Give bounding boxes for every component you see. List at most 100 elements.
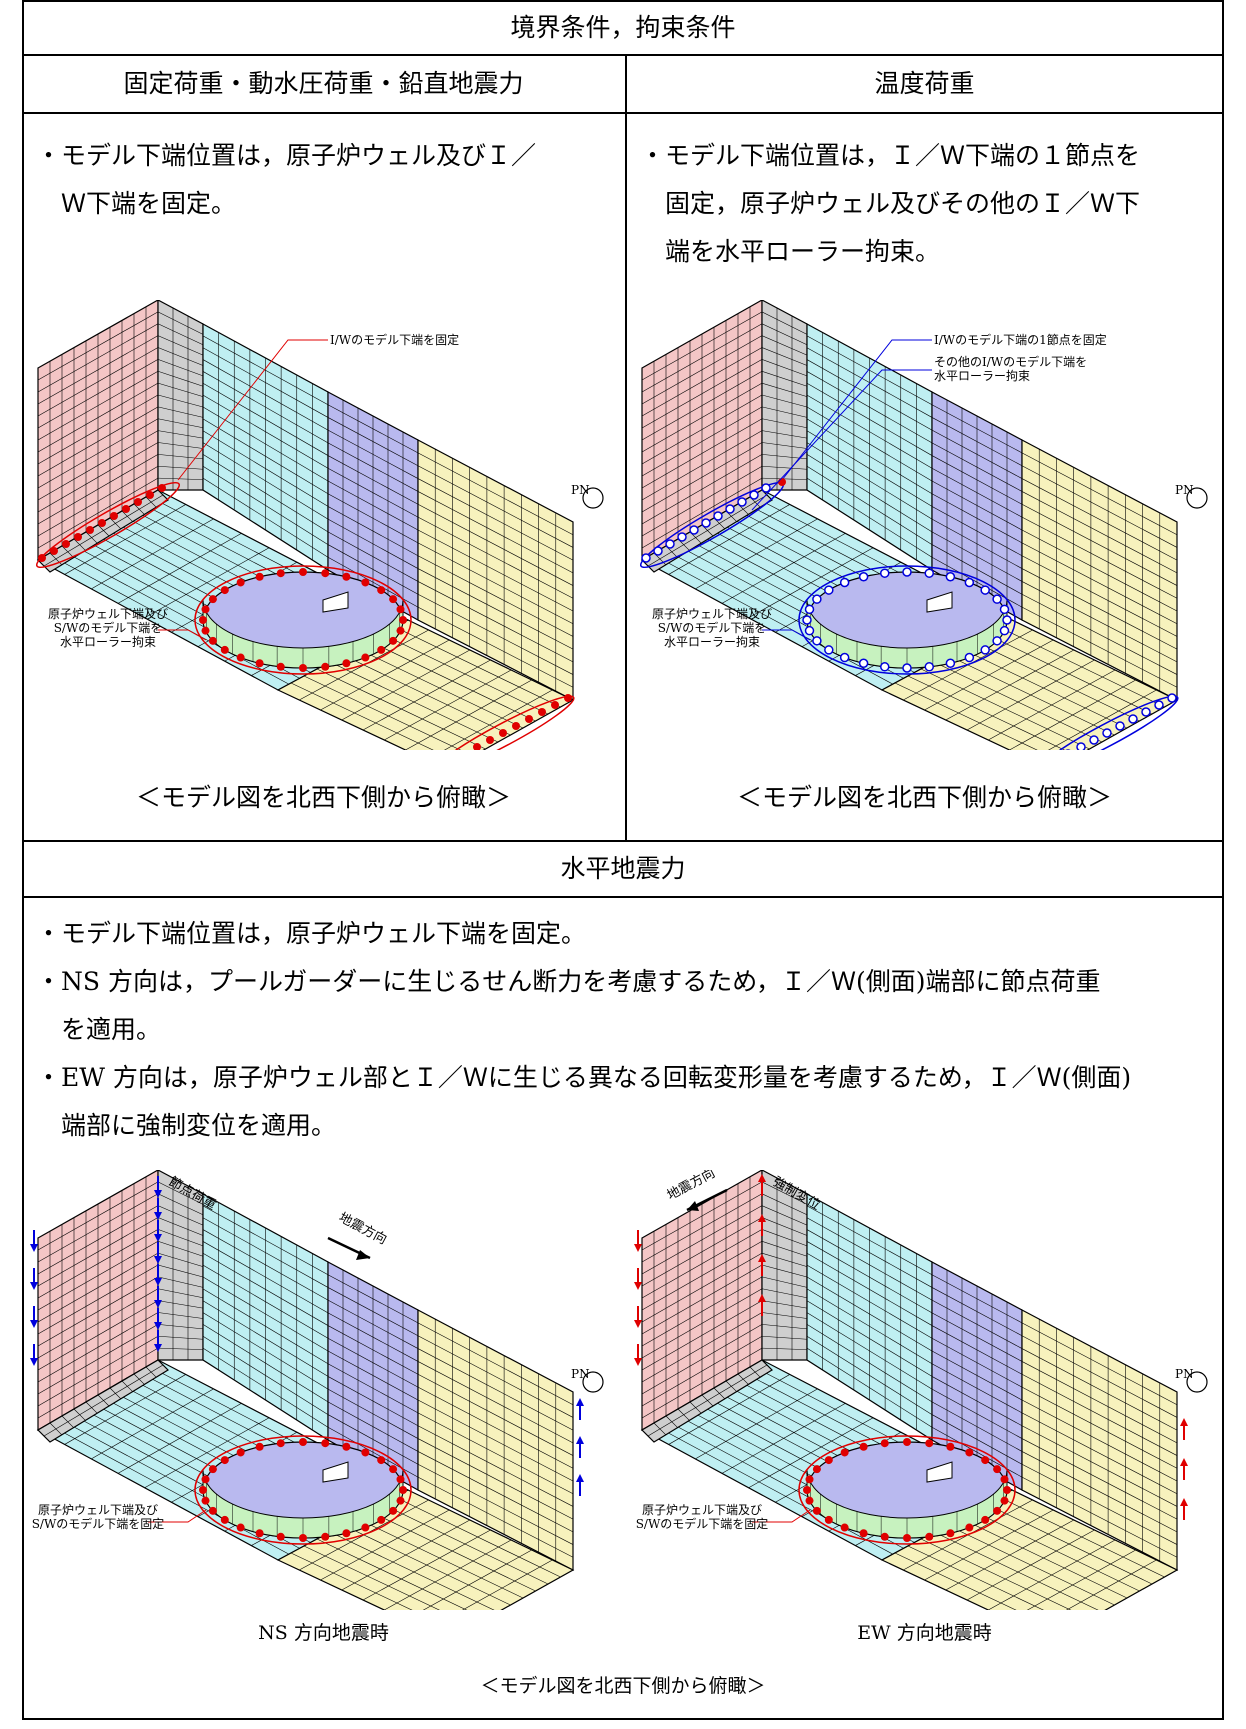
- direction-arrow-head: [356, 1250, 370, 1260]
- well-ring-node: [879, 662, 890, 672]
- well-ring-node: [208, 1506, 217, 1515]
- ew-caption: EW 方向地震時: [857, 1622, 992, 1644]
- right-edge-node: [1115, 721, 1125, 731]
- left-edge-node: [98, 519, 106, 527]
- direction-arrow-head: [687, 1201, 699, 1211]
- annot-leader-mid: [751, 369, 932, 511]
- well-ring-node: [321, 662, 330, 671]
- bottom-bullet-line-5: 端部に強制変位を適用。: [36, 1111, 337, 1140]
- right-edge-node: [473, 743, 481, 750]
- right-edge-node: [551, 701, 559, 709]
- right-edge-node: [486, 736, 494, 744]
- well-ring-node: [802, 615, 812, 625]
- right-edge-node: [1076, 742, 1086, 750]
- well-ring-node: [859, 1442, 868, 1451]
- right-edge-node: [499, 729, 507, 737]
- well-ring-node: [201, 626, 210, 635]
- disp-arrow-left-head: [634, 1320, 642, 1328]
- well-ring-node: [389, 1506, 398, 1515]
- well-ring-node: [299, 1534, 307, 1542]
- right-bullet-line-1: ・モデル下端位置は，Ｉ／Ｗ下端の１節点を: [640, 141, 1141, 170]
- pn-compass: [582, 487, 604, 509]
- well-ring-node: [321, 1439, 330, 1448]
- wall-pink: [641, 1170, 763, 1432]
- well-ring-node: [824, 1456, 833, 1465]
- well-ring-node: [803, 1486, 811, 1494]
- well-ring-node: [255, 1442, 264, 1451]
- well-ring-node: [824, 645, 834, 655]
- bottom-bullet-line-2: ・NS 方向は，プールガーダーに生じるせん断力を考慮するため，Ｉ／Ｗ(側面)端部…: [36, 967, 1101, 996]
- well-ring-node: [859, 1529, 868, 1538]
- well-ring-node: [342, 572, 351, 581]
- well-ring-node: [276, 662, 285, 671]
- left-edge-node: [62, 540, 70, 548]
- well-ring-node: [858, 658, 869, 668]
- well-ring-node: [992, 636, 1002, 646]
- bottom-bullets: ・モデル下端位置は，原子炉ウェル下端を固定。 ・NS 方向は，プールガーダーに生…: [36, 910, 1216, 1150]
- load-arrow-column-head: [154, 1190, 162, 1198]
- right-edge-node: [512, 722, 520, 730]
- left-edge-loop: [35, 481, 181, 569]
- well-ring-node: [220, 1456, 229, 1465]
- annot-mid-1: その他のI/Wのモデル下端を: [934, 354, 1087, 369]
- load-arrow-column-head: [154, 1256, 162, 1264]
- disp-arrow-right-head: [1180, 1458, 1188, 1466]
- left-edge-node: [749, 490, 759, 500]
- well-opening: [322, 591, 349, 613]
- left-edge-node: [110, 512, 118, 520]
- well-ring-node: [236, 1448, 245, 1457]
- well-ring-node: [925, 1532, 934, 1541]
- well-ring-node: [389, 636, 398, 645]
- left-edge-node: [665, 539, 675, 549]
- wall-lavender: [327, 391, 419, 622]
- well-ring-node: [255, 659, 264, 668]
- well-ring-node: [924, 662, 935, 672]
- left-edge-node: [641, 553, 651, 563]
- well-ring-node: [902, 663, 912, 673]
- well-ring-node: [208, 1465, 217, 1474]
- left-edge-node: [50, 547, 58, 555]
- well-ring-node: [839, 652, 850, 663]
- well-ring-node: [396, 605, 405, 614]
- well-ring-node: [924, 568, 935, 578]
- well-ring-node: [946, 1442, 955, 1451]
- right-edge-node: [1089, 735, 1099, 745]
- left-caption: ＜モデル図を北西下側から俯瞰＞: [135, 783, 511, 812]
- wall-yellow: [1021, 1309, 1178, 1571]
- annot-left-2: S/Wのモデル下端を固定: [636, 1516, 769, 1531]
- well-ring-node: [993, 1465, 1002, 1474]
- wall-gray-face: [761, 300, 808, 491]
- disp-arrow-column-head: [758, 1174, 766, 1182]
- disp-arrow-left-head: [634, 1282, 642, 1290]
- right-bullet-line-3: 端を水平ローラー拘束。: [640, 237, 941, 266]
- well-ring-node: [321, 1532, 330, 1541]
- lip-gray: [37, 1359, 169, 1443]
- well-ring-node: [964, 652, 975, 663]
- load-arrow-left-head: [30, 1358, 38, 1366]
- single-fixed-node: [778, 478, 786, 486]
- left-edge-node: [761, 483, 771, 493]
- well-ring-node: [399, 616, 407, 624]
- pn-compass: [1186, 1371, 1208, 1393]
- well-ring-node: [812, 636, 822, 646]
- well-ring-node: [824, 585, 834, 595]
- well-ring-node: [377, 1456, 386, 1465]
- well-ring-node: [980, 645, 990, 655]
- well-ring-node: [981, 1456, 990, 1465]
- annot-top: I/Wのモデル下端の1節点を固定: [934, 332, 1107, 347]
- left-edge-node: [122, 505, 130, 513]
- well-ring-node: [389, 595, 398, 604]
- well-ring-node: [342, 1442, 351, 1451]
- model-figure-vertical: PNI/Wのモデル下端を固定原子炉ウェル下端及びS/Wのモデル下端を水平ローラー…: [35, 300, 604, 750]
- annot-left-3: 水平ローラー拘束: [664, 635, 760, 649]
- load-arrow-left-head: [30, 1244, 38, 1252]
- well-ring-node: [389, 1465, 398, 1474]
- wall-yellow: [417, 1309, 574, 1571]
- well-ring-node: [361, 1523, 370, 1532]
- lip-gray: [37, 489, 169, 573]
- well-ring-node: [208, 595, 217, 604]
- right-bullet-line-2: 固定，原子炉ウェル及びその他のＩ／Ｗ下: [640, 189, 1141, 218]
- ns-caption: NS 方向地震時: [258, 1622, 389, 1644]
- left-edge-node: [689, 525, 699, 535]
